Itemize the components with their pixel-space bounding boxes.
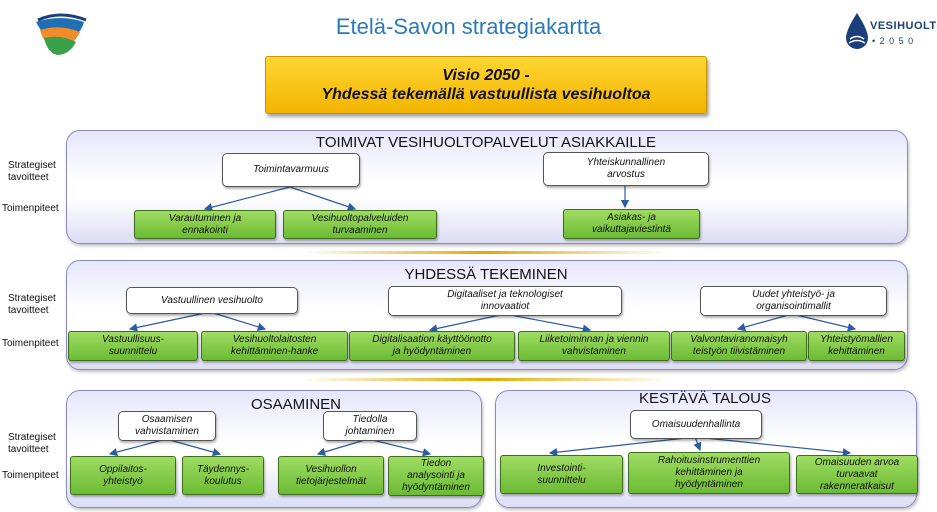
panel-title: OSAAMINEN — [250, 396, 341, 413]
action-box: Vesihuollon tietojärjestelmät — [278, 456, 384, 495]
side-label-goals: Strategiset tavoitteet — [8, 432, 56, 455]
page-title: Etelä-Savon strategiakartta — [335, 14, 602, 39]
goal-box: Tiedolla johtaminen — [323, 411, 417, 441]
goal-box: Digitaaliset ja teknologiset innovaatiot — [388, 286, 622, 316]
action-box: Oppilaitos- yhteistyö — [70, 456, 176, 495]
goal-box: Omaisuudenhallinta — [630, 410, 762, 439]
side-label-actions: Toimenpiteet — [2, 203, 59, 214]
goal-box: Osaamisen vahvistaminen — [118, 411, 216, 441]
vision-box: Visio 2050 - Yhdessä tekemällä vastuulli… — [265, 56, 707, 114]
action-box: Investointi- suunnittelu — [500, 455, 623, 494]
goal-box: Yhteiskunnallinen arvostus — [543, 152, 709, 186]
action-box: Täydennys- koulutus — [182, 456, 264, 495]
action-box: Valvontaviranomaisyh teistyön tiivistämi… — [671, 331, 807, 361]
logo-right: VESIHUOLTO • 2 0 5 0 — [840, 8, 937, 56]
action-box: Liiketoiminnan ja viennin vahvistaminen — [518, 331, 670, 361]
side-label-actions: Toimenpiteet — [2, 338, 59, 349]
side-label-goals: Strategiset tavoitteet — [8, 293, 56, 316]
water-drop-icon — [846, 13, 868, 49]
logo-right-line2: • 2 0 5 0 — [872, 36, 915, 46]
goal-box: Vastuullinen vesihuolto — [126, 287, 298, 314]
logo-right-line1: VESIHUOLTO — [870, 20, 937, 32]
vision-line2: Yhdessä tekemällä vastuullista vesihuolt… — [321, 86, 651, 103]
action-box: Asiakas- ja vaikuttajaviestintä — [563, 209, 700, 239]
logo-left — [30, 12, 88, 58]
vision-line1: Visio 2050 - — [442, 67, 530, 84]
action-box: Rahoitusinstrumenttien kehittäminen ja h… — [628, 452, 790, 494]
side-label-goals: Strategiset tavoitteet — [8, 160, 56, 183]
side-label-actions: Toimenpiteet — [2, 470, 59, 481]
goal-box: Toimintavarmuus — [222, 153, 360, 187]
action-box: Vesihuoltopalveluiden turvaaminen — [283, 210, 437, 239]
action-box: Yhteistyömallien kehittäminen — [808, 331, 905, 361]
action-box: Tiedon analysointi ja hyödyntäminen — [388, 456, 484, 496]
divider — [300, 378, 670, 381]
action-box: Varautuminen ja ennakointi — [134, 210, 276, 239]
panel-title: YHDESSÄ TEKEMINEN — [404, 266, 568, 283]
action-box: Vesihuoltolaitosten kehittäminen-hanke — [201, 331, 348, 361]
goal-box: Uudet yhteistyö- ja organisointimallit — [700, 286, 887, 316]
divider — [300, 251, 670, 254]
panel-title: KESTÄVÄ TALOUS — [639, 390, 771, 407]
action-box: Digitalisaation käyttöönotto ja hyödyntä… — [349, 331, 515, 361]
action-box: Omaisuuden arvoa turvaavat rakenneratkai… — [796, 455, 918, 494]
action-box: Vastuullisuus- suunnittelu — [68, 331, 198, 361]
panel-title: TOIMIVAT VESIHUOLTOPALVELUT ASIAKKAILLE — [315, 134, 657, 151]
